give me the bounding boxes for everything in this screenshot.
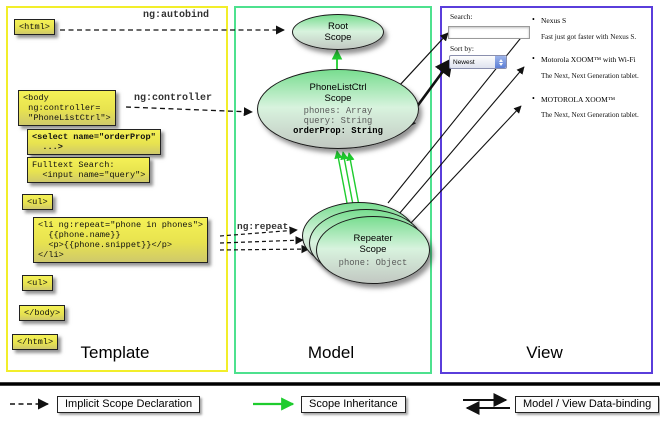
legend-implicit-scope: Implicit Scope Declaration	[57, 396, 201, 413]
code-li-repeat: <li ng:repeat="phone in phones"> {{phone…	[33, 217, 209, 263]
select-stepper-icon	[495, 56, 506, 68]
phonelistctrl-prop-phones: phones: Array	[303, 106, 373, 116]
code-html-open: <html>	[14, 19, 55, 35]
code-fulltext-search: Fulltext Search: <input name="query">	[27, 157, 151, 183]
phone-item-desc: The Next, Next Generation tablet.	[541, 72, 639, 80]
sort-select[interactable]: Newest	[449, 55, 507, 69]
phone-item-desc: The Next, Next Generation tablet.	[541, 111, 639, 119]
autobind-label: ng:autobind	[143, 10, 210, 21]
legend-data-binding: Model / View Data-binding	[515, 396, 660, 413]
phone-item-name: Motorola XOOM™ with Wi-Fi	[541, 55, 636, 64]
code-select: <select name="orderProp" ...>	[27, 129, 161, 155]
view-caption: View	[526, 343, 563, 362]
phonelistctrl-prop-orderprop: orderProp: String	[293, 126, 383, 136]
bullet-icon: •	[532, 15, 535, 24]
bullet-icon: •	[532, 94, 535, 103]
phonelistctrl-title-1: PhoneListCtrl	[309, 82, 367, 93]
code-body-close: </body>	[19, 305, 66, 321]
phonelistctrl-title-2: Scope	[324, 93, 352, 104]
search-input[interactable]	[448, 26, 530, 39]
bullet-icon: •	[532, 54, 535, 63]
phonelistctrl-scope-ellipse: PhoneListCtrl Scope phones: Array query:…	[257, 69, 419, 149]
code-html-close: </html>	[12, 334, 59, 350]
model-section-frame	[234, 6, 432, 374]
phone-item-name: Nexus S	[541, 16, 567, 25]
sort-by-label: Sort by:	[450, 44, 474, 53]
code-ul-close: <ul>	[22, 275, 53, 291]
repeater-title-1: Repeater	[353, 232, 393, 244]
template-caption: Template	[80, 343, 150, 362]
code-ul-open: <ul>	[22, 194, 53, 210]
model-caption: Model	[307, 343, 355, 362]
root-scope-title-2: Scope	[324, 32, 352, 43]
sort-select-value: Newest	[453, 58, 475, 66]
legend-scope-inheritance: Scope Inheritance	[301, 396, 406, 413]
root-scope-ellipse: Root Scope	[292, 14, 384, 50]
repeater-scope-ellipse-front: Repeater Scope phone: Object	[316, 216, 430, 284]
phone-item-name: MOTOROLA XOOM™	[541, 95, 616, 104]
controller-label: ng:controller	[134, 93, 213, 104]
root-scope-title-1: Root	[327, 21, 349, 32]
phone-item-desc: Fast just got faster with Nexus S.	[541, 33, 637, 41]
repeater-title-2: Scope	[359, 243, 387, 255]
repeat-label: ng:repeat	[237, 221, 289, 232]
phonelistctrl-prop-query: query: String	[303, 116, 373, 126]
search-label: Search:	[450, 12, 473, 21]
code-body-open: <body ng:controller= "PhoneListCtrl">	[18, 90, 116, 126]
repeater-prop-phone: phone: Object	[338, 257, 408, 268]
